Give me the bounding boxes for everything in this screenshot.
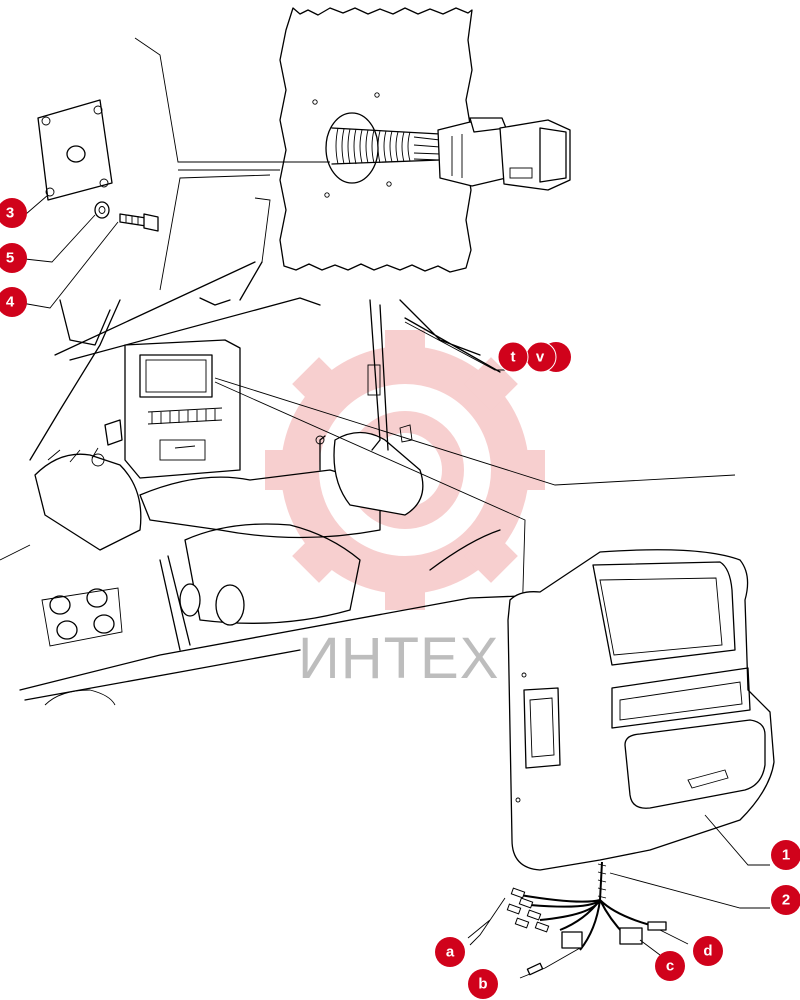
callout-d: d xyxy=(693,936,723,966)
callout-t: t xyxy=(497,341,529,373)
cab-interior xyxy=(0,261,521,706)
svg-text:c: c xyxy=(666,958,674,975)
cover-plate xyxy=(37,99,113,201)
svg-text:3: 3 xyxy=(6,205,14,222)
callout-v-stack xyxy=(525,341,571,373)
svg-text:5: 5 xyxy=(6,250,14,267)
svg-text:d: d xyxy=(703,943,712,960)
callout-3: 3 xyxy=(0,198,27,228)
svg-text:b: b xyxy=(478,976,487,993)
svg-text:1: 1 xyxy=(782,847,790,864)
svg-text:v: v xyxy=(536,349,545,366)
callout-a: a xyxy=(435,937,465,967)
callout-b: b xyxy=(468,969,498,999)
callout-5: 5 xyxy=(0,243,27,273)
dashboard-panel xyxy=(507,549,775,871)
washer xyxy=(94,201,110,219)
callout-c: c xyxy=(655,951,685,981)
svg-text:t: t xyxy=(511,349,516,366)
pedals xyxy=(41,587,123,647)
callout-2: 2 xyxy=(771,885,800,915)
watermark-text: ИНТЕХ xyxy=(298,626,499,691)
callout-1: 1 xyxy=(771,840,800,870)
electrical-connector xyxy=(437,117,571,191)
svg-text:ИНТЕХ: ИНТЕХ xyxy=(298,626,499,691)
wire-harness xyxy=(467,861,689,979)
callout-4: 4 xyxy=(0,287,27,317)
connector-inset xyxy=(279,7,571,273)
svg-text:4: 4 xyxy=(6,294,15,311)
callout-v: v xyxy=(536,349,545,366)
svg-text:a: a xyxy=(446,944,455,961)
bolt xyxy=(119,213,159,232)
corrugated-conduit xyxy=(331,127,441,165)
svg-text:2: 2 xyxy=(782,892,790,909)
